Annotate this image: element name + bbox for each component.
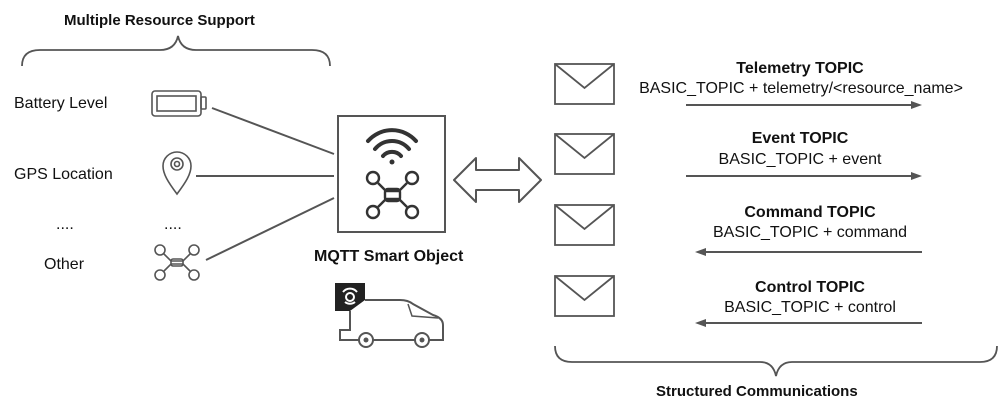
battery-icon [151,90,207,117]
left-heading: Multiple Resource Support [64,12,255,29]
topic-detail-telemetry: BASIC_TOPIC + telemetry/<resource_name> [639,80,963,97]
topic-detail-command: BASIC_TOPIC + command [713,224,907,241]
resource-label-battery: Battery Level [14,95,108,112]
event-arrow [686,172,922,180]
control-arrow [695,319,922,327]
command-arrow [695,248,922,256]
smart-object-box [337,115,446,233]
resource-label-other: Other [44,256,85,273]
topic-title-command: Command TOPIC [744,204,876,221]
van-icon [335,283,444,348]
bidirectional-arrow-icon [453,157,542,203]
envelope-icon [554,133,615,175]
resource-label-gps: GPS Location [14,166,113,183]
location-pin-icon [162,151,192,196]
smart-object-label: MQTT Smart Object [314,248,464,265]
topic-title-event: Event TOPIC [751,130,849,147]
topic-title-control: Control TOPIC [755,279,865,296]
drone-icon [154,244,200,281]
resource-icon-ellipsis: .... [164,216,182,233]
topic-detail-control: BASIC_TOPIC + control [724,299,896,316]
right-heading: Structured Communications [656,383,858,400]
right-brace [554,345,998,377]
smart-object-drone-icon [365,170,420,220]
envelope-icon [554,204,615,246]
envelope-icon [554,275,615,317]
topic-detail-event: BASIC_TOPIC + event [718,151,882,168]
other-link [205,197,335,261]
telemetry-arrow [686,101,922,109]
envelope-icon [554,63,615,105]
wifi-icon [366,128,418,165]
left-brace [21,35,331,67]
topic-title-telemetry: Telemetry TOPIC [736,60,864,77]
battery-link [211,107,335,155]
resource-label-ellipsis: .... [56,216,74,233]
